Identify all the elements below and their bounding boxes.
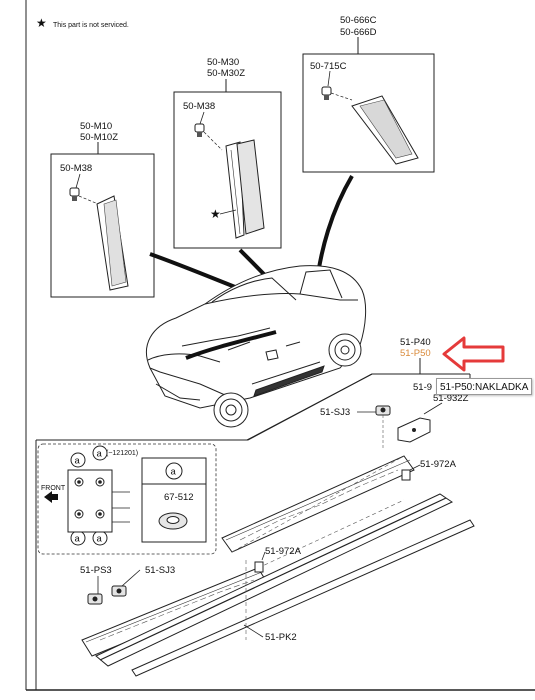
label-50-715c: 50-715C [310,61,347,72]
clip-icon [375,405,391,416]
clip-icon [69,187,80,201]
legend-hole-icon [74,477,105,519]
label-51-932z: 51-932Z [433,393,469,404]
label-51-sj3-a: 51-SJ3 [320,407,350,418]
label-50-m30z: 50-M30Z [207,68,245,79]
label-51-972a-a: 51-972A [420,459,457,470]
highlight-arrow-icon [442,336,505,372]
label-50-666d: 50-666D [340,27,377,38]
clip-icon [111,585,127,597]
legend-marker-icon: a [92,530,108,546]
clip-icon [158,512,188,530]
legend-clip-part: 67-512 [164,492,194,503]
label-51-p50[interactable]: 51-P50 [400,348,431,359]
tape-51-972a-a [401,469,411,481]
svg-text:a: a [75,534,81,545]
label-50-m30: 50-M30 [207,57,239,68]
legend-date-code: (~121201) [106,450,138,457]
assembly-frame [35,373,520,691]
rocker-molding [95,493,475,677]
rocker-garnish-lower [81,567,269,657]
label-50-m10: 50-M10 [80,121,112,132]
legend-marker-icon: a [165,462,183,480]
box-50-m30 [173,91,282,249]
pillar-50-m10 [96,195,129,291]
label-51-sj3-b: 51-SJ3 [145,565,175,576]
clip-icon [321,86,332,100]
tape-51-972a-b [254,561,264,573]
legend-marker-icon: a [70,530,86,546]
legend-panel [67,469,113,533]
front-arrow-icon [44,491,58,503]
label-51-p40: 51-P40 [400,337,431,348]
garnish-50-666 [351,95,419,165]
label-51-pk2: 51-PK2 [265,632,297,643]
clip-icon [87,593,103,605]
note-text: This part is not serviced. [53,22,129,29]
bracket-51-932z [397,417,431,443]
legend-front-label: FRONT [41,485,66,492]
svg-text:a: a [97,449,103,460]
leader-50-715c [327,70,331,87]
leader-thick-hood [185,330,277,360]
label-51-972a-b: 51-972A [265,546,302,557]
label-50-m38-b: 50-M38 [60,163,92,174]
label-51-9-part: 51-9 [413,382,432,393]
label-50-m38-a: 50-M38 [183,101,215,112]
svg-text:a: a [75,456,81,467]
svg-text:a: a [97,534,103,545]
label-50-m10z: 50-M10Z [80,132,118,143]
svg-text:a: a [171,467,177,478]
label-50-666c: 50-666C [340,15,377,26]
legend-marker-icon: a [92,445,108,461]
vehicle-illustration [145,265,367,428]
legend-marker-icon: a [70,452,86,468]
label-51-ps3: 51-PS3 [80,565,112,576]
clip-icon [194,123,205,137]
part-tooltip: 51-P50:NAKLADKA [436,378,532,395]
pillar-50-m30 [225,139,265,239]
not-serviced-star-icon: ★ [210,207,221,221]
note-star-icon: ★ [36,16,47,30]
